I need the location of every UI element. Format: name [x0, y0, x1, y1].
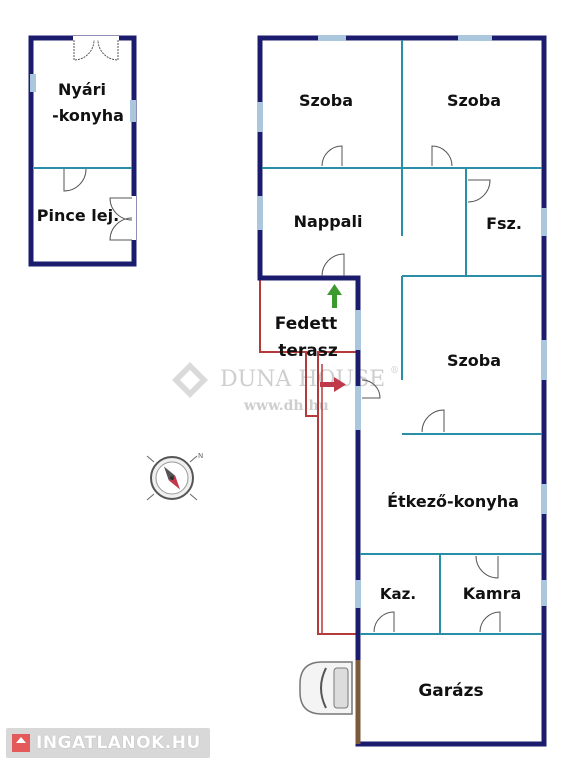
main-house: Szoba Szoba Nappali Fsz. Fedett terasz S…	[257, 35, 547, 747]
window	[130, 100, 136, 122]
room-label-etkezo: Étkező-konyha	[387, 492, 519, 511]
room-label-nyari-1: Nyári	[58, 80, 106, 99]
site-badge-name: INGATLANOK.HU	[36, 733, 201, 753]
room-label-szoba-1: Szoba	[299, 91, 353, 110]
compass-icon: N	[146, 452, 203, 501]
door-icon	[63, 168, 87, 192]
room-label-garazs: Garázs	[418, 681, 483, 701]
outbuilding: Nyári -konyha Pince lej.	[28, 35, 137, 267]
room-label-szoba-3: Szoba	[447, 351, 501, 370]
room-label-szoba-2: Szoba	[447, 91, 501, 110]
inner-walls	[262, 40, 542, 635]
watermark-url: www.dh.hu	[243, 398, 329, 414]
watermark-registered: ®	[390, 366, 399, 376]
room-label-pince: Pince lej.	[37, 206, 119, 225]
door-icon	[73, 36, 119, 61]
watermark: DUNA HOUSE ® www.dh.hu	[172, 362, 399, 414]
path-arrow-icon	[320, 377, 346, 392]
car-icon	[299, 661, 353, 715]
door-icon	[467, 179, 491, 203]
windows	[257, 35, 547, 608]
outbuilding-outer-wall	[28, 35, 137, 267]
door-icon	[479, 611, 501, 633]
side-path-outline	[317, 416, 360, 635]
door-icon	[475, 555, 499, 579]
doors	[321, 145, 501, 633]
door-icon	[321, 253, 345, 277]
room-label-terasz-2: terasz	[278, 341, 338, 361]
room-label-terasz-1: Fedett	[275, 314, 337, 334]
door-icon	[361, 379, 381, 399]
room-label-nyari-2: -konyha	[52, 106, 124, 125]
room-label-nappali: Nappali	[294, 212, 363, 231]
terrace-outline	[259, 278, 360, 417]
door-icon	[421, 409, 445, 433]
door-icon	[321, 145, 343, 167]
window	[30, 74, 36, 92]
house-logo-icon	[12, 734, 30, 752]
room-label-kamra: Kamra	[463, 584, 522, 603]
door-icon	[373, 611, 395, 633]
door-icon	[109, 196, 136, 241]
compass-north-mark: N	[198, 452, 203, 460]
room-label-kaz: Kaz.	[380, 585, 416, 603]
site-badge: INGATLANOK.HU	[6, 728, 210, 758]
room-label-fsz: Fsz.	[486, 214, 522, 233]
door-icon	[431, 145, 453, 167]
entry-arrow-icon	[327, 284, 342, 308]
